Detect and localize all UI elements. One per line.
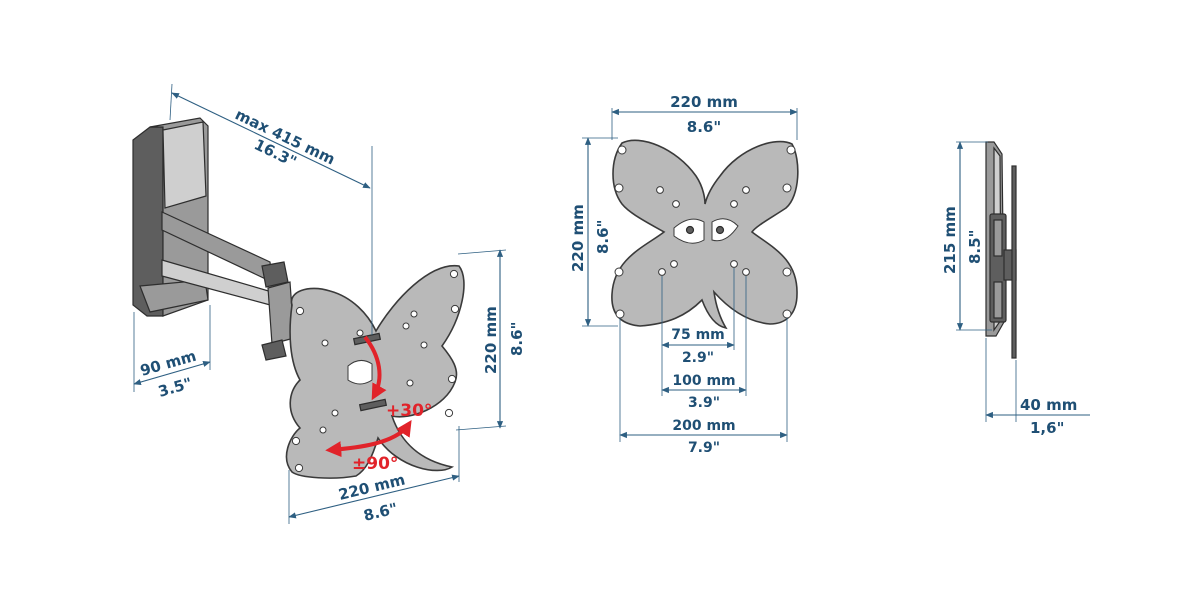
front-height-mm: 220 mm [569, 204, 587, 272]
vesa-75-mm: 75 mm [671, 327, 725, 343]
vesa-100-in: 3.9" [688, 395, 720, 411]
front-plate-holes [614, 145, 796, 319]
dimension-profile-height: 215 mm 8.5" [941, 141, 992, 331]
plate-front-view: 220 mm 8.6" 220 mm 8.6" 75 mm 2.9" 100 m… [569, 93, 799, 456]
profile-depth-in: 1,6" [1030, 419, 1064, 437]
dimension-profile-depth: 40 mm 1,6" [985, 338, 1090, 437]
front-top-width-in: 8.6" [687, 118, 721, 136]
dimension-wall-plate-width: 90 mm 3.5" [133, 305, 211, 401]
vesa-75-in: 2.9" [682, 350, 714, 366]
profile-height-mm: 215 mm [941, 206, 959, 274]
profile-depth-mm: 40 mm [1020, 396, 1077, 414]
front-top-width-mm: 220 mm [670, 93, 738, 111]
tv-plate-perspective [285, 265, 465, 479]
profile-tv-plate [1011, 165, 1017, 359]
profile-height-in: 8.5" [966, 230, 984, 264]
vesa-200-mm: 200 mm [672, 418, 735, 434]
dimension-plate-height: 220 mm 8.6" [455, 249, 526, 431]
rotation-indicators: +30° ±90° [325, 335, 432, 474]
swing-arm [161, 211, 295, 361]
dimension-vesa-200: 200 mm 7.9" [619, 318, 788, 456]
dimension-vesa-100: 100 mm 3.9" [661, 276, 747, 411]
wall-plate-width-in: 3.5" [156, 374, 194, 401]
mount-profile-view: 215 mm 8.5" 40 mm 1,6" [941, 141, 1090, 437]
tilt-label: +30° [386, 401, 432, 421]
dimension-vesa-75: 75 mm 2.9" [661, 268, 735, 396]
butterfly-plate [611, 139, 799, 330]
plate-width-in: 8.6" [362, 499, 400, 525]
swivel-arrow [325, 419, 412, 458]
plate-holes [291, 269, 460, 473]
dimension-front-height: 220 mm 8.6" [569, 137, 618, 327]
plate-height-in: 8.6" [508, 322, 526, 356]
mount-perspective-view: +30° ±90° max 415 mm 16.3" 90 mm 3.5" 22… [132, 83, 526, 525]
vesa-200-in: 7.9" [688, 440, 720, 456]
dimension-front-top-width: 220 mm 8.6" [611, 93, 798, 140]
swivel-label: ±90° [352, 454, 398, 474]
tilt-arrow [363, 335, 387, 401]
front-height-in: 8.6" [594, 220, 612, 254]
plate-height-mm: 220 mm [482, 306, 500, 374]
vesa-100-mm: 100 mm [672, 373, 735, 389]
